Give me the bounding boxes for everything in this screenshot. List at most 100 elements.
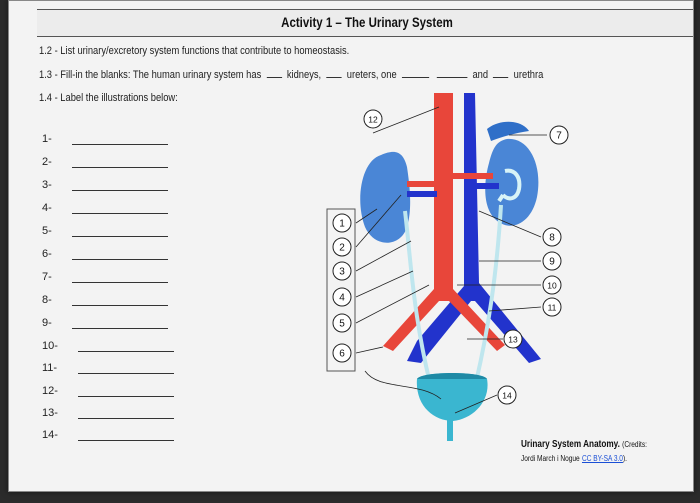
blank-urethra[interactable]: [493, 68, 509, 78]
question-1-4: 1.4 - Label the illustrations below:: [39, 92, 178, 104]
callout-circle: [332, 237, 352, 257]
callout-number: 3: [339, 267, 345, 278]
credits-label: (Credits:: [622, 440, 647, 449]
label-row-number: 6-: [42, 248, 52, 260]
label-row-number: 14-: [42, 429, 58, 441]
label-row: 12-: [42, 385, 174, 397]
callout-circle: [332, 343, 352, 363]
callout-number: 13: [508, 335, 518, 345]
callout-circle: [332, 213, 352, 233]
callout-number: 9: [549, 257, 555, 268]
q13-text-4: and: [472, 69, 489, 81]
right-kidney: [485, 138, 539, 226]
question-1-2: 1.2 - List urinary/excretory system func…: [39, 45, 350, 57]
answer-blank[interactable]: [72, 305, 168, 306]
label-row: 5-: [42, 225, 168, 237]
right-adrenal-gland: [487, 121, 529, 141]
label-row: 6-: [42, 248, 168, 260]
renal-pelvis: [497, 168, 522, 203]
worksheet-page: Activity 1 – The Urinary System 1.2 - Li…: [8, 0, 694, 492]
answer-blank[interactable]: [78, 396, 174, 397]
page-title: Activity 1 – The Urinary System: [281, 14, 453, 30]
credits-close: ).: [622, 454, 627, 463]
answer-blank[interactable]: [72, 328, 168, 329]
label-row-number: 12-: [42, 385, 58, 397]
callout-circle: [542, 227, 562, 247]
answer-blank[interactable]: [72, 190, 168, 191]
callout-circle: [542, 251, 562, 271]
q13-text-2: kidneys,: [286, 69, 322, 81]
question-1-3: 1.3 - Fill-in the blanks: The human urin…: [39, 68, 543, 81]
callout-circle: [542, 275, 562, 295]
aorta: [383, 93, 505, 351]
callout-circle: [549, 125, 569, 145]
answer-blank[interactable]: [72, 213, 168, 214]
callout-number: 8: [549, 233, 555, 244]
answer-blank[interactable]: [78, 351, 174, 352]
right-renal-vein: [475, 183, 499, 189]
label-row-number: 4-: [42, 202, 52, 214]
label-row: 7-: [42, 271, 168, 283]
callout-circle: [332, 313, 352, 333]
answer-blank[interactable]: [72, 167, 168, 168]
callout-circle: [332, 287, 352, 307]
callout-number: 6: [339, 349, 345, 360]
blank-ureters[interactable]: [326, 68, 342, 78]
answer-blank[interactable]: [72, 144, 168, 145]
callout-number: 4: [339, 293, 345, 304]
callout-number: 11: [548, 303, 557, 313]
left-renal-artery: [407, 181, 437, 187]
answer-blank[interactable]: [78, 440, 174, 441]
credits-block: Urinary System Anatomy. (Credits: Jordi …: [521, 439, 647, 464]
callout-number: 14: [502, 391, 512, 401]
answer-blank[interactable]: [78, 373, 174, 374]
answer-blank[interactable]: [72, 259, 168, 260]
label-row-number: 9-: [42, 317, 52, 329]
answer-blank[interactable]: [78, 418, 174, 419]
label-row: 8-: [42, 294, 168, 306]
callout-circle: [542, 297, 562, 317]
title-bar: Activity 1 – The Urinary System: [37, 9, 693, 37]
label-row: 1-: [42, 133, 168, 145]
blank-bladder-2[interactable]: [436, 68, 468, 78]
label-row: 14-: [42, 429, 174, 441]
license-link[interactable]: CC BY-SA 3.0: [581, 454, 623, 463]
credits-author: Jordi March i Nogue: [521, 454, 580, 463]
q13-text-3: ureters, one: [346, 69, 397, 81]
callout-number: 7: [556, 131, 562, 142]
label-row-number: 8-: [42, 294, 52, 306]
label-row: 2-: [42, 156, 168, 168]
leader-lines: [355, 106, 547, 414]
label-row: 10-: [42, 340, 174, 352]
label-row: 4-: [42, 202, 168, 214]
label-row-number: 5-: [42, 225, 52, 237]
callout-number: 1: [339, 219, 345, 230]
answer-blank[interactable]: [72, 236, 168, 237]
urethra: [447, 419, 453, 441]
callout-number: 2: [339, 243, 345, 254]
answer-blank[interactable]: [72, 282, 168, 283]
label-row: 13-: [42, 407, 174, 419]
callout-circle: [363, 109, 383, 129]
callout-circle: [497, 385, 517, 405]
label-row-number: 7-: [42, 271, 52, 283]
urinary-bladder: [416, 373, 488, 421]
callout-bracket: [326, 208, 356, 372]
callout-number: 10: [547, 281, 557, 291]
blank-kidneys[interactable]: [266, 68, 282, 78]
label-row: 3-: [42, 179, 168, 191]
right-renal-artery: [453, 173, 493, 179]
left-renal-vein: [407, 191, 437, 197]
label-row-number: 11-: [42, 362, 58, 374]
bladder-top: [417, 373, 487, 379]
q13-text-1: 1.3 - Fill-in the blanks: The human urin…: [39, 69, 262, 81]
label-row-number: 3-: [42, 179, 52, 191]
credits-title: Urinary System Anatomy.: [521, 439, 620, 450]
label-row-number: 2-: [42, 156, 52, 168]
label-row: 11-: [42, 362, 174, 374]
blank-bladder[interactable]: [401, 68, 430, 78]
callout-number: 12: [368, 115, 378, 125]
callout-number: 5: [339, 319, 345, 330]
vena-cava: [407, 93, 541, 363]
